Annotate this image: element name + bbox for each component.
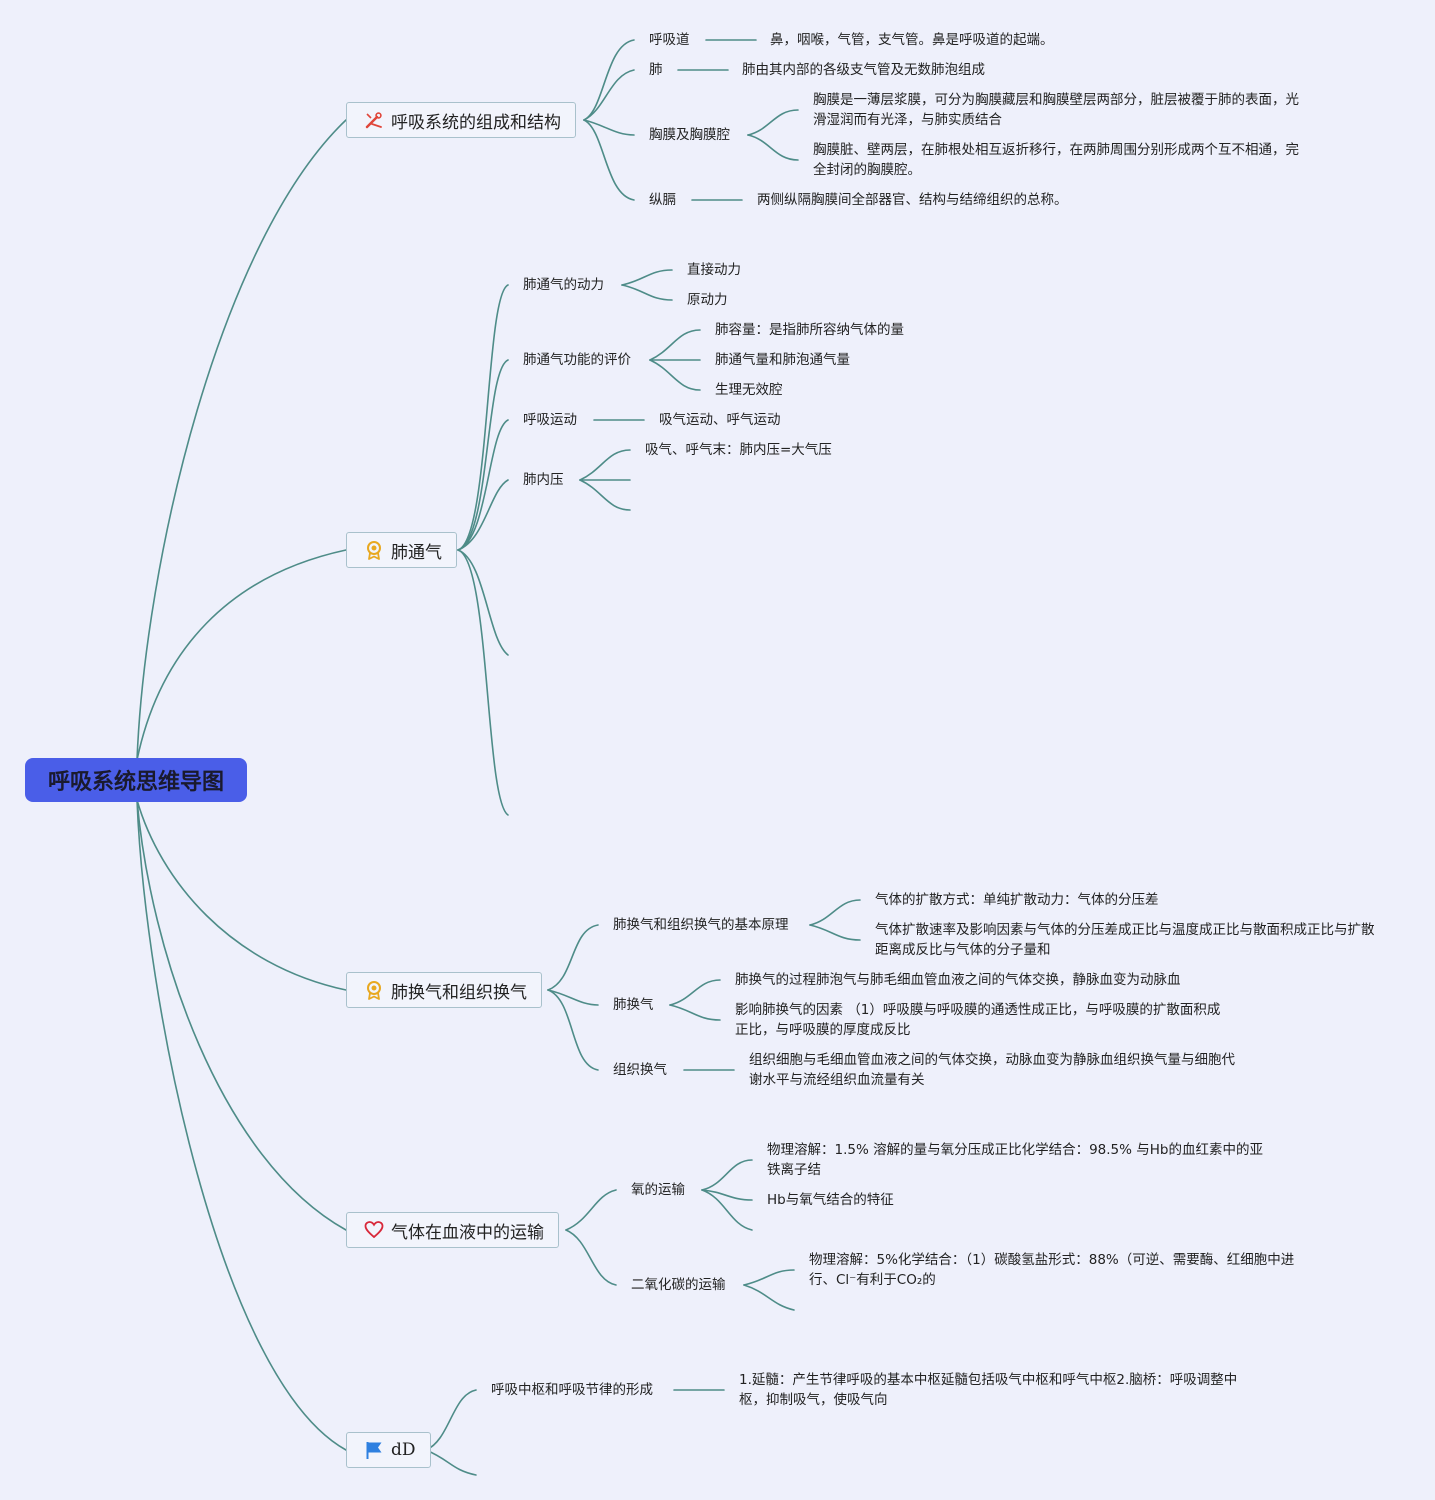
node-oxygen-transport[interactable]: 氧的运输 (631, 1182, 685, 1198)
branch-dd[interactable]: dD (346, 1432, 431, 1468)
root-node[interactable]: 呼吸系统思维导图 (25, 758, 247, 802)
connector-root-b1 (136, 119, 347, 761)
node-mediastinum[interactable]: 纵膈 (649, 192, 676, 208)
connector-b4-i2-c1 (743, 1269, 795, 1286)
node-breathing-movement[interactable]: 呼吸运动 (523, 412, 577, 428)
connector-b2-empty2 (457, 549, 509, 816)
connector-b2-i2-c3 (649, 359, 701, 391)
branch-label: 呼吸系统的组成和结构 (391, 112, 561, 133)
connector-root-b4 (136, 799, 347, 1231)
branch-label: 肺通气 (391, 542, 442, 563)
node-ventilation-eval[interactable]: 肺通气功能的评价 (523, 352, 631, 368)
connector-b2-i2-c1 (649, 329, 701, 361)
connector-b3-i2 (547, 989, 599, 1006)
node-exchange-principle[interactable]: 肺换气和组织换气的基本原理 (613, 917, 789, 933)
heart-icon (363, 1219, 385, 1241)
award-icon (363, 979, 385, 1001)
connector-b1-i2 (583, 69, 635, 121)
node-direct-power[interactable]: 直接动力 (687, 262, 741, 278)
connector-b3-i2-c1 (669, 979, 721, 1006)
connector-root-b3 (136, 799, 347, 991)
connector-b2-i2 (457, 359, 509, 551)
connector-b1-i4 (583, 119, 635, 201)
node-pressure-end[interactable]: 吸气、呼气末：肺内压=大气压 (645, 442, 832, 458)
connector-root-b2 (136, 549, 347, 761)
node-co2-transport[interactable]: 二氧化碳的运输 (631, 1277, 726, 1293)
node-breathing-movement-desc[interactable]: 吸气运动、呼气运动 (659, 412, 781, 428)
node-pulmonary-exchange[interactable]: 肺换气 (613, 997, 654, 1013)
node-respiratory-tract-desc[interactable]: 鼻，咽喉，气管，支气管。鼻是呼吸道的起端。 (770, 32, 1054, 48)
connector-b2-i4-c1 (579, 449, 631, 481)
node-respiratory-center[interactable]: 呼吸中枢和呼吸节律的形成 (491, 1382, 653, 1398)
connector-b3-i1-c2 (809, 924, 861, 941)
node-ventilation-power[interactable]: 肺通气的动力 (523, 277, 604, 293)
node-medulla[interactable]: 1.延髓：产生节律呼吸的基本中枢延髓包括吸气中枢和呼气中枢2.脑桥：呼吸调整中枢… (739, 1372, 1238, 1408)
branch-label: 肺换气和组织换气 (391, 982, 527, 1003)
connector-b5-empty (425, 1449, 477, 1476)
node-original-power[interactable]: 原动力 (687, 292, 728, 308)
connector-b4-i1-c2 (701, 1189, 753, 1201)
connector-b4-i1-c3 (701, 1189, 753, 1231)
branch-gas-exchange[interactable]: 肺换气和组织换气 (346, 972, 542, 1008)
connector-b2-i1-c1 (621, 269, 673, 286)
node-intrapulmonary-pressure[interactable]: 肺内压 (523, 472, 564, 488)
node-lung-capacity[interactable]: 肺容量：是指肺所容纳气体的量 (715, 322, 904, 338)
connector-b4-i2-c2 (743, 1284, 795, 1311)
connector-b1-i3-d2 (747, 134, 799, 161)
node-hb-oxygen[interactable]: Hb与氧气结合的特征 (767, 1192, 894, 1208)
connector-root-b5 (136, 799, 347, 1451)
connector-b2-i4 (457, 479, 509, 551)
connector-b2-i1 (457, 284, 509, 551)
branch-ventilation[interactable]: 肺通气 (346, 532, 457, 568)
node-lung[interactable]: 肺 (649, 62, 663, 78)
node-oxygen-dissolution[interactable]: 物理溶解：1.5% 溶解的量与氧分压成正比化学结合：98.5% 与Hb的血红素中… (767, 1142, 1263, 1178)
connector-b4-i2 (565, 1229, 617, 1286)
connector-b2-i1-c2 (621, 284, 673, 301)
node-dead-space[interactable]: 生理无效腔 (715, 382, 783, 398)
node-diffusion-rate[interactable]: 气体扩散速率及影响因素与气体的分压差成正比与温度成正比与散面积成正比与扩散距离成… (875, 922, 1375, 958)
connector-b1-i1 (583, 39, 635, 121)
tools-icon (363, 109, 385, 131)
connector-b5-i1 (425, 1389, 477, 1451)
award-icon (363, 539, 385, 561)
connector-b2-empty1 (457, 549, 509, 656)
node-pleura[interactable]: 胸膜及胸膜腔 (649, 127, 730, 143)
branch-gas-transport[interactable]: 气体在血液中的运输 (346, 1212, 559, 1248)
connector-b1-i3-d1 (747, 109, 799, 136)
node-pulmonary-exchange-process[interactable]: 肺换气的过程肺泡气与肺毛细血管血液之间的气体交换，静脉血变为动脉血 (735, 972, 1181, 988)
node-tissue-exchange[interactable]: 组织换气 (613, 1062, 667, 1078)
node-pleura-desc-1[interactable]: 胸膜是一薄层浆膜，可分为胸膜藏层和胸膜壁层两部分，脏层被覆于肺的表面，光滑湿润而… (813, 92, 1299, 128)
node-diffusion-mode[interactable]: 气体的扩散方式：单纯扩散动力：气体的分压差 (875, 892, 1159, 908)
node-ventilation-volume[interactable]: 肺通气量和肺泡通气量 (715, 352, 850, 368)
node-mediastinum-desc[interactable]: 两侧纵隔胸膜间全部器官、结构与结缔组织的总称。 (757, 192, 1068, 208)
connector-b2-i3 (457, 419, 509, 551)
branch-structure[interactable]: 呼吸系统的组成和结构 (346, 102, 576, 138)
branch-label: 气体在血液中的运输 (391, 1222, 544, 1243)
connector-b2-i4-c3 (579, 479, 631, 511)
connector-b3-i2-c2 (669, 1004, 721, 1021)
connector-b3-i1-c1 (809, 899, 861, 926)
node-pulmonary-exchange-factors[interactable]: 影响肺换气的因素 （1）呼吸膜与呼吸膜的通透性成正比，与呼吸膜的扩散面积成正比，… (735, 1002, 1221, 1038)
connector-b3-i1 (547, 924, 599, 991)
connector-b1-i3 (583, 119, 635, 136)
node-tissue-exchange-desc[interactable]: 组织细胞与毛细血管血液之间的气体交换，动脉血变为静脉血组织换气量与细胞代谢水平与… (749, 1052, 1235, 1088)
node-respiratory-tract[interactable]: 呼吸道 (649, 32, 690, 48)
flag-icon (363, 1439, 385, 1461)
node-pleura-desc-2[interactable]: 胸膜脏、壁两层，在肺根处相互返折移行，在两肺周围分别形成两个互不相通，完全封闭的… (813, 142, 1299, 178)
connector-b4-i1 (565, 1189, 617, 1231)
node-lung-desc[interactable]: 肺由其内部的各级支气管及无数肺泡组成 (742, 62, 985, 78)
connector-b3-i3 (547, 989, 599, 1071)
branch-label: dD (391, 1440, 416, 1460)
connector-b4-i1-c1 (701, 1159, 753, 1191)
node-co2-dissolution[interactable]: 物理溶解：5%化学结合：（1）碳酸氢盐形式：88%（可逆、需要酶、红细胞中进行、… (809, 1252, 1295, 1288)
